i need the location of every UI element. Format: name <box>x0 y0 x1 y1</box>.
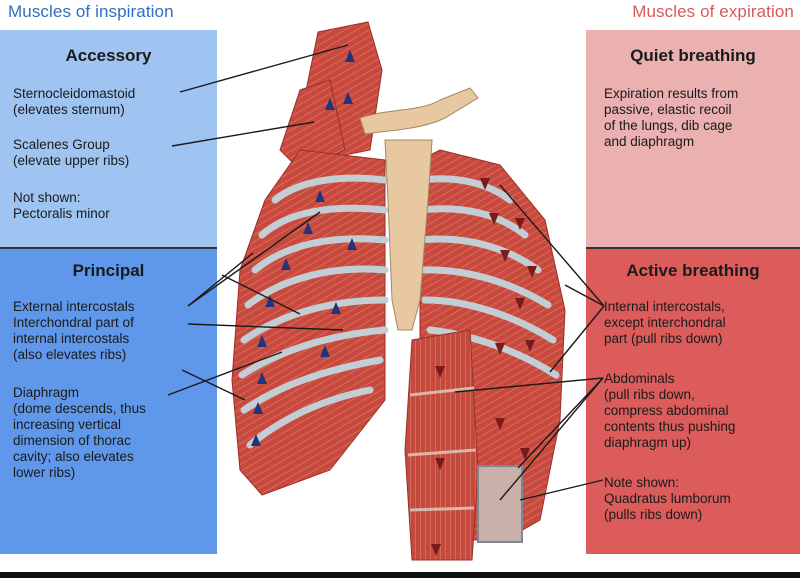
right-ribs <box>416 175 560 379</box>
active-breathing-title: Active breathing <box>626 261 760 280</box>
inspiration-arrows <box>251 50 357 446</box>
quiet-divider <box>586 247 800 249</box>
quadratus-note: Note shown: Quadratus lumborum (pulls ri… <box>604 475 731 522</box>
leader-lines <box>167 44 605 501</box>
quiet-breathing-text: Expiration results from passive, elastic… <box>604 86 739 149</box>
left-ribs <box>238 174 389 449</box>
inspiration-header: Muscles of inspiration <box>8 2 174 21</box>
rectus-abdominis-muscle <box>404 329 479 561</box>
accessory-divider <box>0 247 217 249</box>
clavicle <box>359 87 479 135</box>
intercostals-label: External intercostals Interchondral part… <box>13 299 135 362</box>
quiet-breathing-panel: Quiet breathing Expiration results from … <box>586 30 800 247</box>
scm-label: Sternocleidomastoid (elevates sternum) <box>13 86 136 117</box>
tendinous-intersections <box>407 386 477 512</box>
diaphragm-label: Diaphragm (dome descends, thus increasin… <box>13 385 146 480</box>
bottom-border <box>0 572 800 578</box>
principal-title: Principal <box>72 261 145 280</box>
sternum <box>384 139 433 331</box>
principal-panel: Principal External intercostals Intercho… <box>0 249 217 554</box>
quiet-breathing-title: Quiet breathing <box>630 46 756 65</box>
abdominals-label: Abdominals (pull ribs down, compress abd… <box>604 371 736 450</box>
pectoralis-note: Not shown: Pectoralis minor <box>13 190 110 221</box>
expiration-header: Muscles of expiration <box>632 2 794 21</box>
quadratus-lumborum-region <box>477 465 523 543</box>
active-breathing-panel: Active breathing Internal intercostals, … <box>586 249 800 554</box>
accessory-panel: Accessory Sternocleidomastoid (elevates … <box>0 30 217 247</box>
scalenes-label: Scalenes Group (elevate upper ribs) <box>13 137 130 168</box>
accessory-title: Accessory <box>65 46 152 65</box>
expiration-arrows <box>431 178 537 556</box>
internal-intercostals-label: Internal intercostals, except interchond… <box>604 299 726 346</box>
